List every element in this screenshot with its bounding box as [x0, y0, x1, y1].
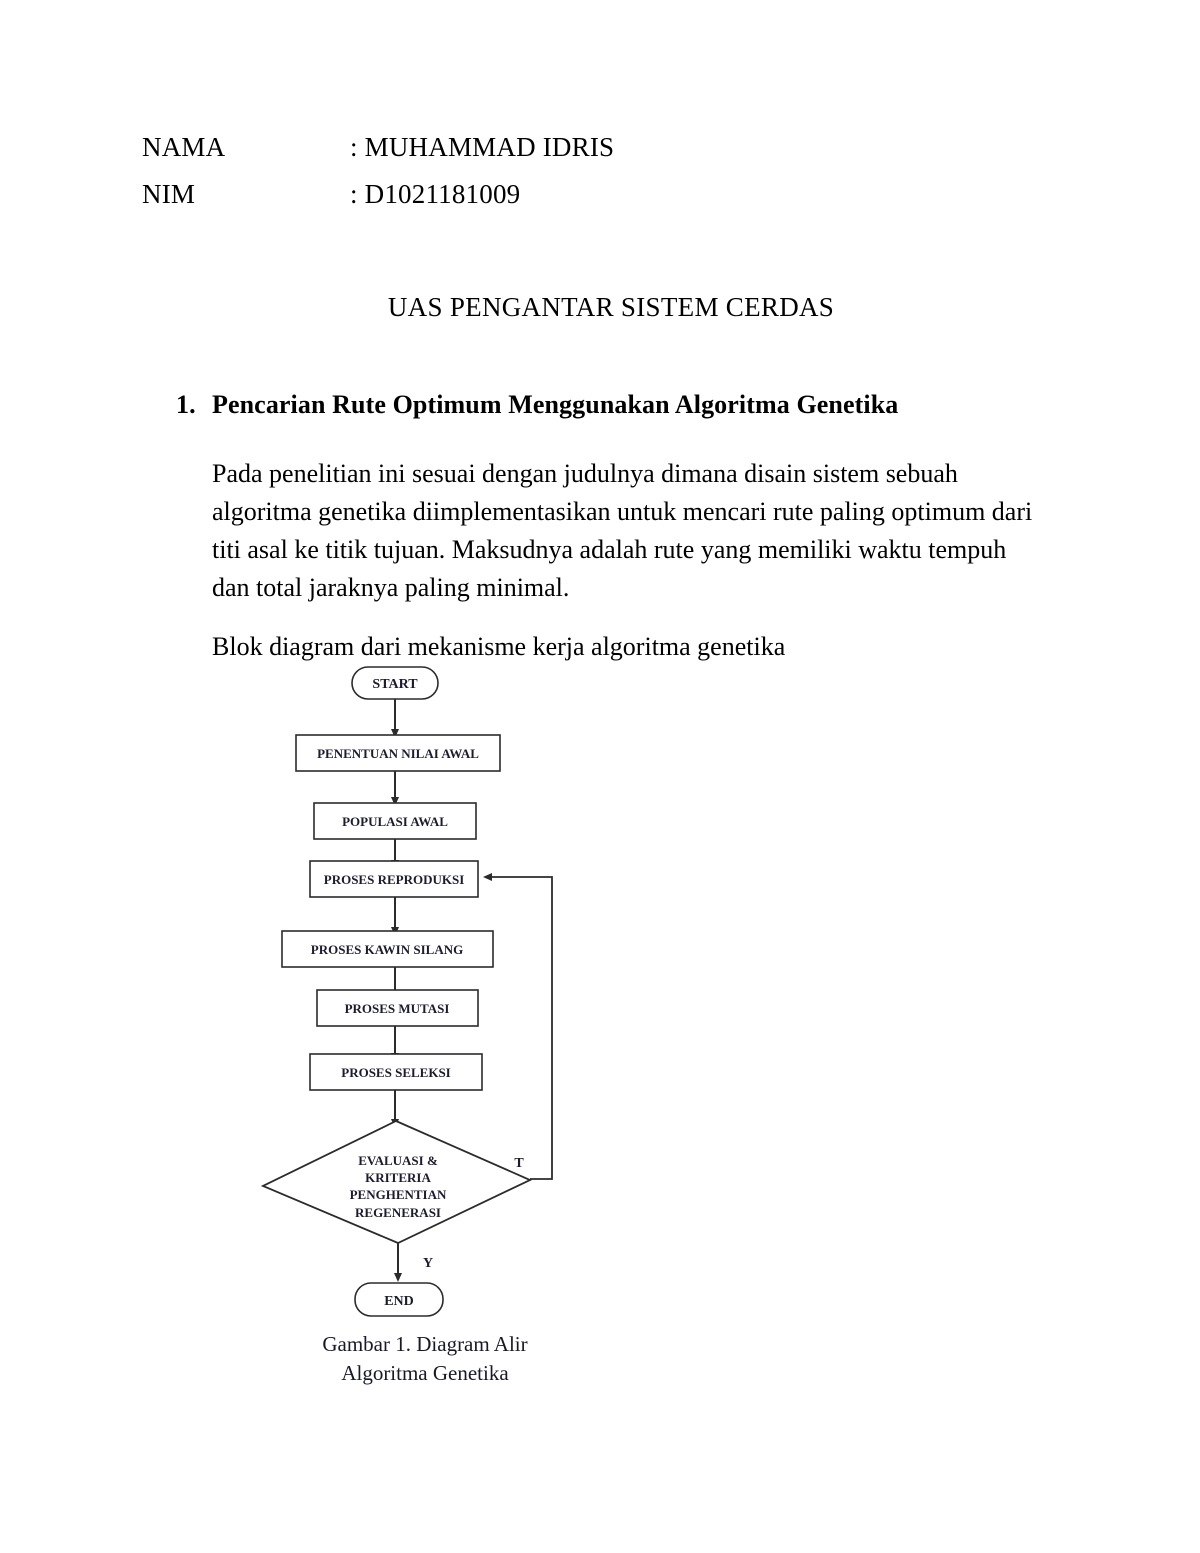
section-heading-text: Pencarian Rute Optimum Menggunakan Algor…: [212, 390, 899, 419]
identity-row-nim: NIM : D1021181009: [142, 181, 902, 208]
flow-node-step4: PROSES KAWIN SILANG: [281, 930, 494, 968]
flow-node-start: START: [351, 666, 439, 700]
identity-block: NAMA : MUHAMMAD IDRIS NIM : D1021181009: [142, 134, 902, 228]
flow-branch-label-no: T: [514, 1156, 524, 1171]
flow-node-step6: PROSES SELEKSI: [309, 1053, 483, 1091]
flow-node-step2-label: POPULASI AWAL: [342, 814, 448, 829]
flow-node-step5: PROSES MUTASI: [316, 989, 479, 1027]
flow-branch-label-yes: Y: [423, 1256, 433, 1271]
flow-node-step4-label: PROSES KAWIN SILANG: [311, 942, 463, 957]
identity-row-nama: NAMA : MUHAMMAD IDRIS: [142, 134, 902, 161]
document-title: UAS PENGANTAR SISTEM CERDAS: [387, 292, 835, 322]
flow-node-end-label: END: [384, 1294, 414, 1309]
flowchart-svg: START PENENTUAN NILAI AWAL POPULASI AWAL…: [260, 666, 553, 1317]
flowchart-figure: START PENENTUAN NILAI AWAL POPULASI AWAL…: [0, 655, 1200, 1355]
figure-caption-line2: Algoritma Genetika: [341, 1361, 509, 1385]
flow-node-decision-line1: EVALUASI &: [358, 1153, 438, 1168]
section-paragraph: Pada penelitian ini sesuai dengan juduln…: [212, 459, 1033, 602]
flow-node-step6-label: PROSES SELEKSI: [341, 1065, 450, 1080]
identity-label-nim: NIM: [142, 179, 196, 209]
flow-node-start-label: START: [372, 677, 418, 692]
figure-caption-line1: Gambar 1. Diagram Alir: [322, 1332, 528, 1356]
identity-value-nama: : MUHAMMAD IDRIS: [350, 132, 615, 162]
flow-node-step1: PENENTUAN NILAI AWAL: [295, 734, 501, 772]
identity-label-nama: NAMA: [142, 132, 226, 162]
section-heading: 1. Pencarian Rute Optimum Menggunakan Al…: [176, 390, 1076, 420]
flow-node-step2: POPULASI AWAL: [313, 802, 477, 840]
flow-node-step3: PROSES REPRODUKSI: [309, 860, 479, 898]
section-subheading: Blok diagram dari mekanisme kerja algori…: [212, 632, 786, 661]
flow-node-step3-label: PROSES REPRODUKSI: [324, 872, 465, 887]
flow-node-decision-line3: PENGHENTIAN: [350, 1187, 447, 1202]
flow-node-decision: EVALUASI & KRITERIA PENGHENTIAN REGENERA…: [260, 1120, 533, 1244]
flow-node-decision-line2: KRITERIA: [365, 1170, 431, 1185]
flow-node-end: END: [354, 1282, 444, 1317]
flow-node-step5-label: PROSES MUTASI: [345, 1001, 450, 1016]
section-number: 1.: [176, 390, 196, 419]
figure-caption: Gambar 1. Diagram Alir Algoritma Genetik…: [260, 1330, 590, 1388]
flow-node-step1-label: PENENTUAN NILAI AWAL: [317, 746, 479, 761]
flow-arrow-decision-no-loop: [483, 873, 553, 1180]
flow-node-decision-line4: REGENERASI: [355, 1205, 441, 1220]
identity-value-nim: : D1021181009: [350, 179, 521, 209]
